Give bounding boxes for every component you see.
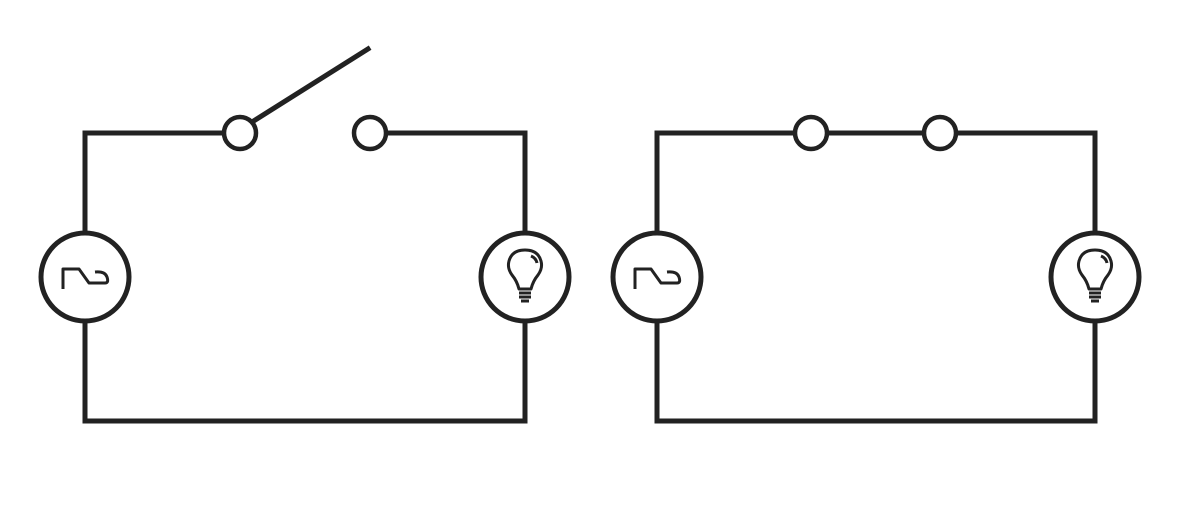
switch-terminal (221, 114, 259, 152)
switch-terminal (351, 114, 389, 152)
wire (654, 130, 1098, 424)
closed-circuit (613, 114, 1139, 424)
wire (82, 130, 528, 424)
ac-source-icon (613, 233, 701, 321)
open-circuit (41, 45, 569, 424)
lightbulb-on-icon (1051, 233, 1139, 321)
switch-terminal (921, 114, 959, 152)
switch-terminal (792, 114, 830, 152)
lightbulb-icon (481, 233, 569, 321)
switch-lever[interactable] (248, 45, 372, 126)
ac-source-icon (41, 233, 129, 321)
